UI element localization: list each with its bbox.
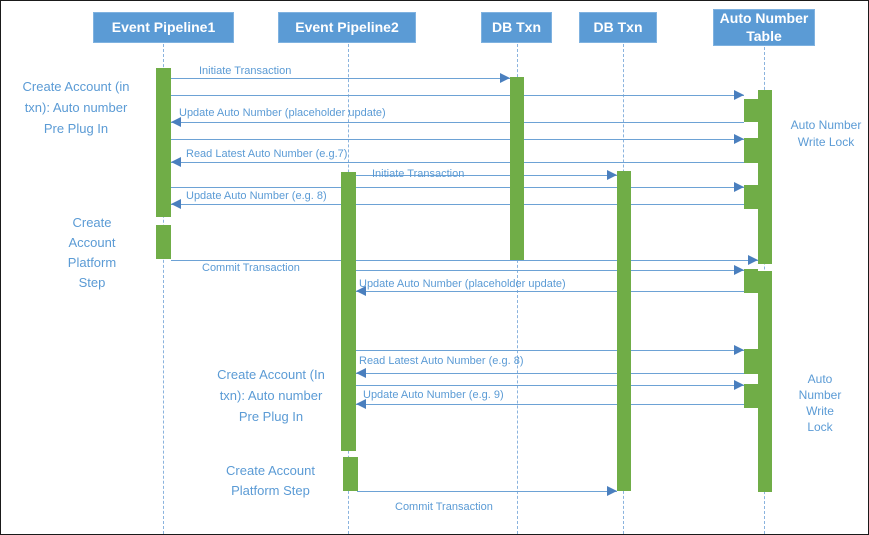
message-line: [171, 260, 758, 261]
event-pipeline-1-lifeline: [163, 44, 164, 534]
db-txn-1-activation-activation: [510, 77, 524, 260]
arrowhead-left-icon: [356, 286, 366, 296]
message-line: [171, 187, 744, 188]
event-pipeline-1-label: Event Pipeline1: [111, 18, 216, 35]
auto-write-lock-1-activation: [758, 90, 772, 264]
auto-op-2-activation: [744, 138, 758, 163]
arrowhead-right-icon: [734, 90, 744, 100]
auto-number-write-lock-label-2: Auto Number Write Lock: [798, 372, 842, 434]
message-label: Read Latest Auto Number (e.g.7): [186, 148, 348, 160]
message-line: [356, 175, 617, 176]
message-label: Update Auto Number (e.g. 8): [186, 190, 327, 202]
pipeline2-platform-step-activation: [343, 457, 358, 491]
message-label: Initiate Transaction: [372, 168, 465, 180]
message-label: Commit Transaction: [202, 262, 300, 274]
arrowhead-right-icon: [734, 345, 744, 355]
arrowhead-right-icon: [734, 134, 744, 144]
db-txn-1-label: DB Txn: [492, 18, 541, 35]
arrowhead-right-icon: [607, 486, 617, 496]
event-pipeline-1-header: Event Pipeline1: [93, 12, 234, 43]
pipeline1-txn-activation: [156, 68, 171, 217]
message-line: [356, 404, 744, 405]
db-txn-1-lifeline: [517, 44, 518, 534]
message-label: Update Auto Number (placeholder update): [179, 107, 386, 119]
arrowhead-left-icon: [171, 117, 181, 127]
pipeline2-platform-step-label: Create Account Platform Step: [226, 463, 315, 498]
arrowhead-right-icon: [734, 182, 744, 192]
message-line: [171, 162, 744, 163]
message-line: [356, 385, 744, 386]
pipeline2-pre-plugin-label: Create Account (In txn): Auto number Pre…: [217, 367, 325, 424]
arrowhead-right-icon: [734, 265, 744, 275]
auto-op-4-activation: [744, 269, 758, 293]
message-line: [356, 291, 744, 292]
message-line: [171, 204, 744, 205]
arrowhead-left-icon: [171, 199, 181, 209]
message-line: [171, 78, 510, 79]
message-line: [356, 270, 744, 271]
auto-op-5-activation: [744, 349, 758, 374]
event-pipeline-2-header: Event Pipeline2: [278, 12, 416, 43]
auto-number-write-lock-label-1: Auto Number Write Lock: [790, 118, 862, 149]
message-line: [356, 373, 744, 374]
db-txn-2-header: DB Txn: [579, 12, 657, 43]
arrowhead-right-icon: [748, 255, 758, 265]
auto-write-lock-2-activation: [758, 271, 772, 492]
message-label: Update Auto Number (e.g. 9): [363, 389, 504, 401]
message-label: Initiate Transaction: [199, 65, 292, 77]
message-line: [171, 95, 744, 96]
auto-op-3-activation: [744, 185, 758, 209]
pipeline2-txn-activation: [341, 172, 356, 451]
event-pipeline-2-label: Event Pipeline2: [295, 18, 399, 35]
message-line: [171, 139, 744, 140]
message-line: [171, 122, 744, 123]
arrowhead-right-icon: [734, 380, 744, 390]
arrowhead-right-icon: [607, 170, 617, 180]
auto-op-1-activation: [744, 99, 758, 122]
auto-number-table-label: Auto Number Table: [719, 10, 809, 44]
arrowhead-left-icon: [171, 157, 181, 167]
message-line: [357, 491, 617, 492]
pipeline1-pre-plugin-label: Create Account (in txn): Auto number Pre…: [22, 79, 130, 136]
auto-op-6-activation: [744, 384, 758, 408]
message-label: Update Auto Number (placeholder update): [359, 278, 566, 290]
auto-number-table-header: Auto Number Table: [713, 9, 815, 46]
arrowhead-left-icon: [356, 368, 366, 378]
db-txn-1-header: DB Txn: [481, 12, 552, 43]
pipeline1-platform-step-activation: [156, 225, 171, 259]
arrowhead-right-icon: [500, 73, 510, 83]
arrowhead-left-icon: [356, 399, 366, 409]
message-label: Commit Transaction: [395, 501, 493, 513]
pipeline1-platform-step-label: Create Account Platform Step: [67, 215, 117, 290]
message-label: Read Latest Auto Number (e.g. 8): [359, 355, 524, 367]
db-txn-2-activation-activation: [617, 171, 631, 491]
message-line: [356, 350, 744, 351]
db-txn-2-label: DB Txn: [593, 18, 643, 35]
